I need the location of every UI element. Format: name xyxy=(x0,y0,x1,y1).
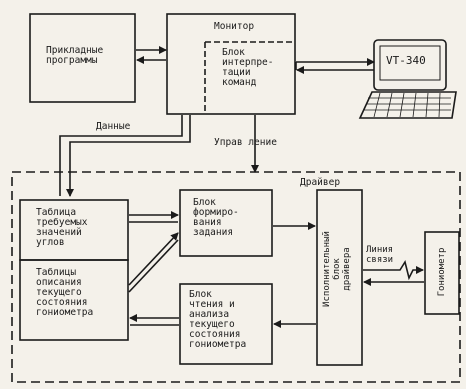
goniometer-label: Гониометр xyxy=(437,234,447,310)
terminal-label: VT-340 xyxy=(386,56,426,66)
control-link-label: Управ ление xyxy=(214,138,277,148)
data-link-label: Данные xyxy=(96,122,130,132)
state-reader-label: Блок чтения и анализа текущего состояния… xyxy=(189,290,246,350)
state-table-label: Таблицы описания текущего состояния гони… xyxy=(36,268,93,318)
driver-label: Драйвер xyxy=(300,178,340,188)
executive-label: Исполнительный блок драйвера xyxy=(322,204,352,334)
required-angles-table-label: Таблица требуемых значений углов xyxy=(36,208,87,248)
applications-label: Прикладные программы xyxy=(46,46,103,66)
monitor-label: Монитор xyxy=(214,22,254,32)
task-former-label: Блок формиро- вания задания xyxy=(193,198,239,238)
comm-line-label: Линия связи xyxy=(366,246,393,265)
command-interpreter-label: Блок интерпре- тации команд xyxy=(222,48,273,88)
